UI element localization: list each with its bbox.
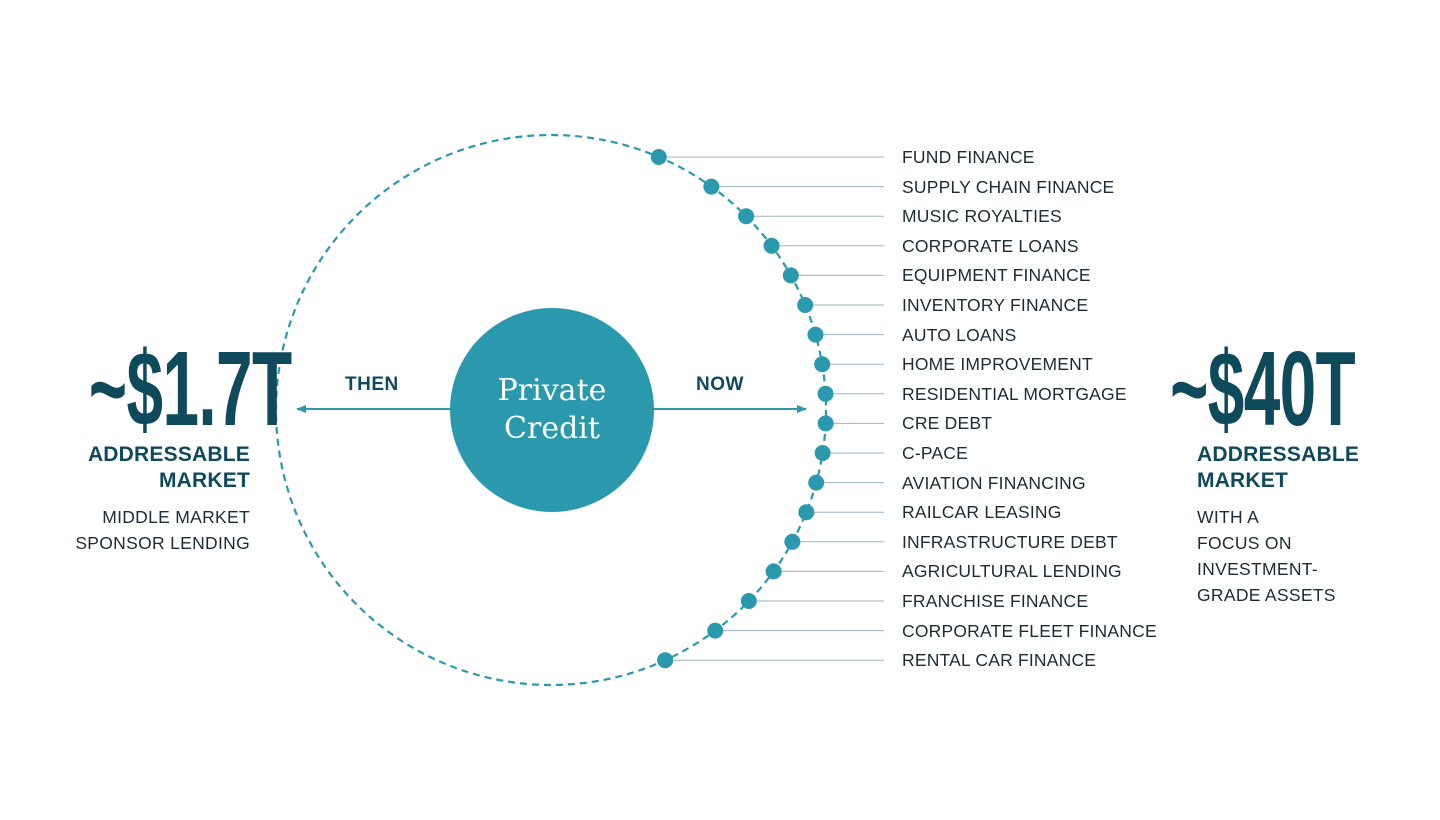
private-credit-circle: Private Credit	[450, 308, 654, 512]
right-subtitle-line-1: ADDRESSABLE	[1197, 443, 1360, 466]
segment-dot	[740, 593, 757, 609]
segment-label: CRE DEBT	[902, 413, 993, 434]
segment-label: FRANCHISE FINANCE	[902, 591, 1089, 611]
segment-dot	[817, 385, 834, 402]
segment-label: INFRASTRUCTURE DEBT	[902, 531, 1118, 552]
segment-dot	[703, 178, 720, 195]
right-desc-line-3: INVESTMENT-	[1197, 559, 1318, 579]
right-market-figure: ~$40T	[1170, 330, 1356, 448]
right-desc-line-2: FOCUS ON	[1197, 533, 1292, 553]
segment-dot	[784, 533, 801, 550]
left-market-figure: ~$1.7T	[88, 330, 292, 448]
left-desc-line-2: SPONSOR LENDING	[75, 533, 250, 553]
center-line-2: Credit	[504, 411, 600, 446]
segment-label: AUTO LOANS	[902, 324, 1017, 345]
segment-dot	[650, 149, 667, 165]
segment-dot	[807, 326, 824, 343]
segment-dot	[798, 504, 815, 521]
segment-dot	[808, 474, 825, 491]
segment-label: MUSIC ROYALTIES	[902, 206, 1062, 227]
segment-dot	[763, 237, 780, 254]
segment-dot	[657, 652, 674, 669]
segment-label: EQUIPMENT FINANCE	[902, 265, 1091, 286]
segment-dot	[765, 563, 782, 580]
private-credit-label: Private Credit	[472, 372, 632, 448]
right-subtitle-line-2: MARKET	[1197, 469, 1289, 492]
center-line-1: Private	[497, 373, 607, 408]
left-subtitle-line-1: ADDRESSABLE	[87, 443, 250, 466]
segment-label: SUPPLY CHAIN FINANCE	[902, 176, 1115, 197]
segment-dot	[738, 208, 755, 225]
segment-dot	[814, 356, 831, 373]
segment-label: INVENTORY FINANCE	[902, 295, 1089, 315]
segment-label: CORPORATE FLEET FINANCE	[902, 620, 1157, 641]
left-description: MIDDLE MARKET SPONSOR LENDING	[0, 504, 250, 556]
left-subtitle-line-2: MARKET	[158, 469, 250, 492]
segment-label: RAILCAR LEASING	[902, 502, 1062, 523]
segment-label: C-PACE	[902, 443, 969, 463]
segment-label: HOME IMPROVEMENT	[902, 354, 1093, 375]
left-stat-block: ~$1.7T ADDRESSABLE MARKET MIDDLE MARKET …	[0, 330, 292, 556]
right-stat-block: ~$40T ADDRESSABLE MARKET WITH A FOCUS ON…	[1170, 336, 1430, 608]
segment-dot	[814, 445, 831, 461]
outer-dashed-circle	[274, 133, 828, 687]
segment-dot	[782, 267, 799, 284]
segment-label: CORPORATE LOANS	[902, 235, 1079, 256]
segment-dot	[817, 415, 834, 432]
segment-label: RENTAL CAR FINANCE	[902, 650, 1097, 671]
right-description: WITH A FOCUS ON INVESTMENT- GRADE ASSETS	[1170, 504, 1430, 608]
now-label: NOW	[696, 374, 744, 395]
segment-label: AVIATION FINANCING	[902, 472, 1086, 493]
segment-label: RESIDENTIAL MORTGAGE	[902, 383, 1127, 404]
segment-label: AGRICULTURAL LENDING	[902, 561, 1122, 582]
left-desc-line-1: MIDDLE MARKET	[102, 507, 250, 527]
segment-dot	[797, 297, 814, 313]
then-label: THEN	[345, 374, 399, 395]
right-desc-line-4: GRADE ASSETS	[1197, 585, 1336, 605]
segment-dot	[707, 622, 724, 639]
right-desc-line-1: WITH A	[1197, 507, 1260, 527]
segment-label: FUND FINANCE	[902, 147, 1035, 167]
